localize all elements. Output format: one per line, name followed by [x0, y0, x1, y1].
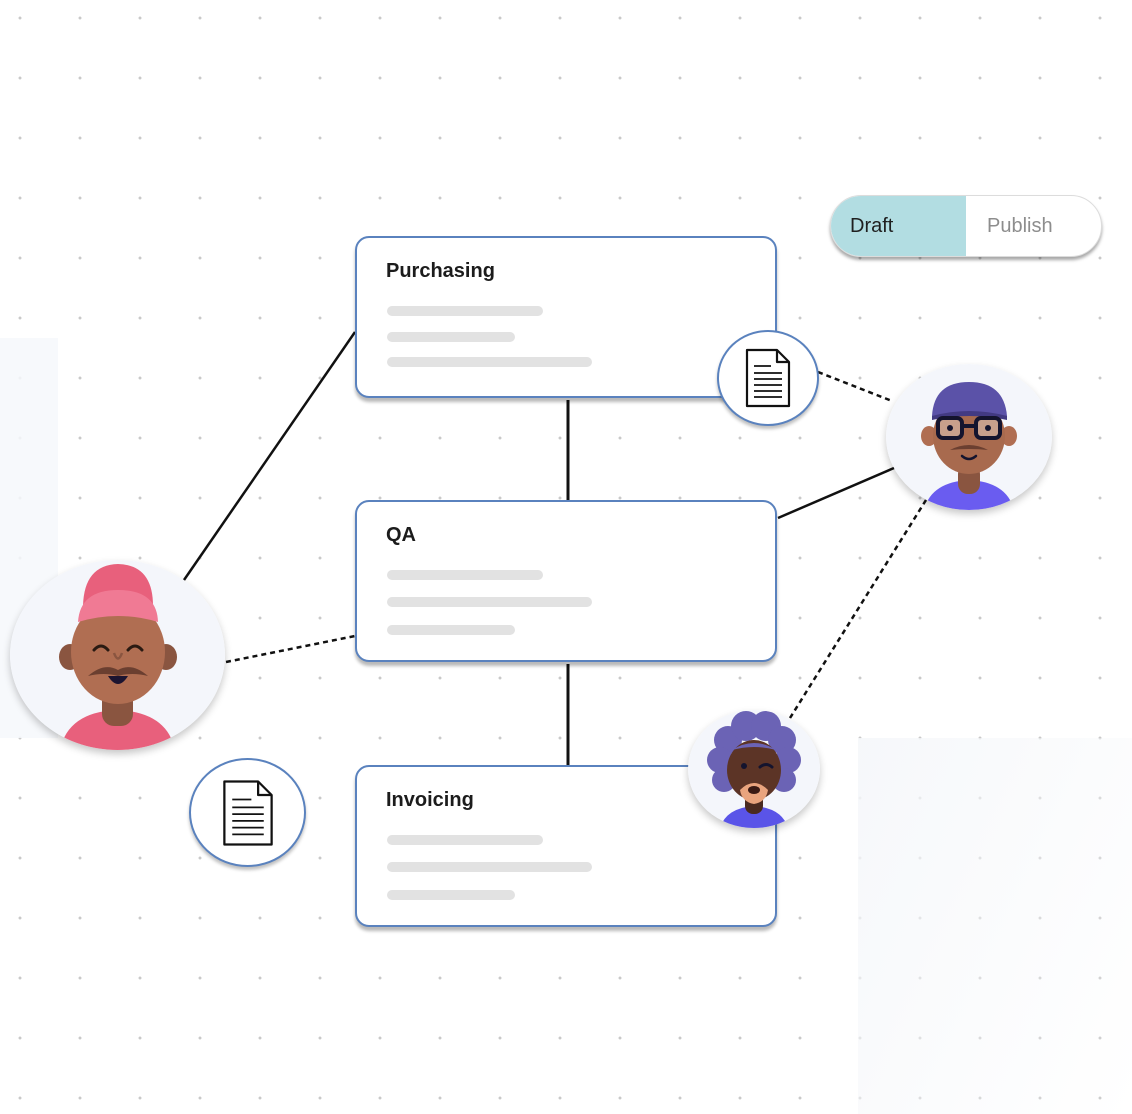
placeholder-line	[387, 835, 543, 845]
avatar-cap-glasses-icon[interactable]	[886, 364, 1052, 510]
connector-right-avatar-bottom-avatar-dashed	[788, 499, 928, 719]
placeholder-line	[387, 570, 543, 580]
placeholder-line	[387, 306, 543, 316]
card-qa[interactable]: QA	[355, 500, 777, 662]
document-badge-left[interactable]	[189, 758, 306, 867]
placeholder-line	[387, 332, 515, 342]
document-icon	[222, 779, 273, 846]
connector-left-avatar-qa-dashed	[225, 634, 356, 664]
avatar-pink-hat-icon[interactable]	[10, 560, 225, 750]
card-title: Purchasing	[386, 260, 495, 282]
document-icon	[745, 348, 791, 408]
placeholder-line	[387, 890, 515, 900]
card-title: QA	[386, 524, 416, 546]
placeholder-line	[387, 597, 592, 607]
connector-left-avatar-purchasing	[182, 331, 357, 581]
draft-option[interactable]: Draft	[831, 196, 966, 256]
document-badge-purchasing[interactable]	[717, 330, 819, 426]
background-panel-right	[858, 738, 1132, 1114]
card-purchasing[interactable]: Purchasing	[355, 236, 777, 398]
connector-doc-right-avatar-dashed	[817, 370, 893, 403]
placeholder-line	[387, 862, 592, 872]
connector-qa-right-avatar	[777, 466, 895, 520]
card-title: Invoicing	[386, 789, 474, 811]
publish-option[interactable]: Publish	[987, 214, 1053, 237]
placeholder-line	[387, 357, 592, 367]
draft-publish-toggle[interactable]: Draft Publish	[830, 195, 1102, 257]
avatar-curly-hair-icon[interactable]	[688, 710, 820, 828]
placeholder-line	[387, 625, 515, 635]
